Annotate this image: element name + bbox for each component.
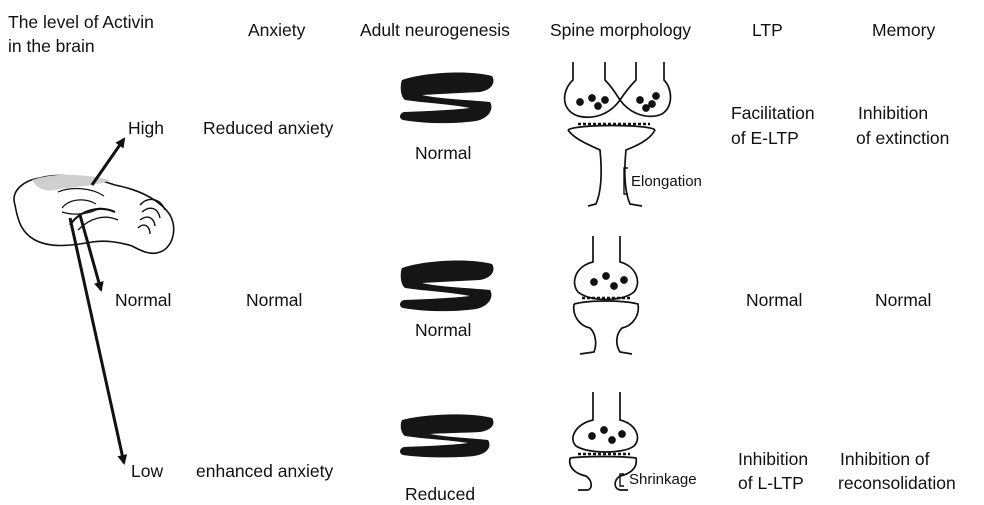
ltp-high-line2: of E-LTP [731, 128, 799, 149]
spine-note-shrinkage: Shrinkage [629, 469, 697, 490]
neurogenesis-normal: Normal [415, 320, 471, 341]
anxiety-high: Reduced anxiety [203, 118, 333, 139]
header-ltp: LTP [752, 20, 783, 41]
brain-sagittal-icon [14, 175, 174, 254]
ltp-low-line1: Inhibition [738, 449, 808, 470]
anxiety-low: enhanced anxiety [196, 461, 333, 482]
synapse-icon [570, 392, 638, 490]
memory-normal: Normal [875, 290, 931, 311]
header-anxiety: Anxiety [248, 20, 305, 41]
header-activin-line2: in the brain [8, 36, 95, 57]
level-normal: Normal [115, 290, 171, 311]
spine-note-elongation: Elongation [631, 171, 702, 192]
memory-high-line1: Inhibition [858, 103, 928, 124]
header-memory: Memory [872, 20, 935, 41]
memory-low-line2: reconsolidation [838, 473, 956, 494]
neurogenesis-low: Reduced [405, 484, 475, 505]
ltp-normal: Normal [746, 290, 802, 311]
anxiety-normal: Normal [246, 290, 302, 311]
memory-low-line1: Inhibition of [840, 449, 930, 470]
header-spine-morphology: Spine morphology [550, 20, 691, 41]
dentate-gyrus-icon [400, 73, 493, 458]
ltp-low-line2: of L-LTP [738, 473, 804, 494]
neurogenesis-high: Normal [415, 143, 471, 164]
header-activin-line1: The level of Activin [8, 12, 154, 33]
header-neurogenesis: Adult neurogenesis [360, 20, 510, 41]
synapse-icon [574, 236, 639, 354]
level-low: Low [131, 461, 163, 482]
ltp-high-line1: Facilitation [731, 103, 815, 124]
memory-high-line2: of extinction [856, 128, 949, 149]
level-high: High [128, 118, 164, 139]
